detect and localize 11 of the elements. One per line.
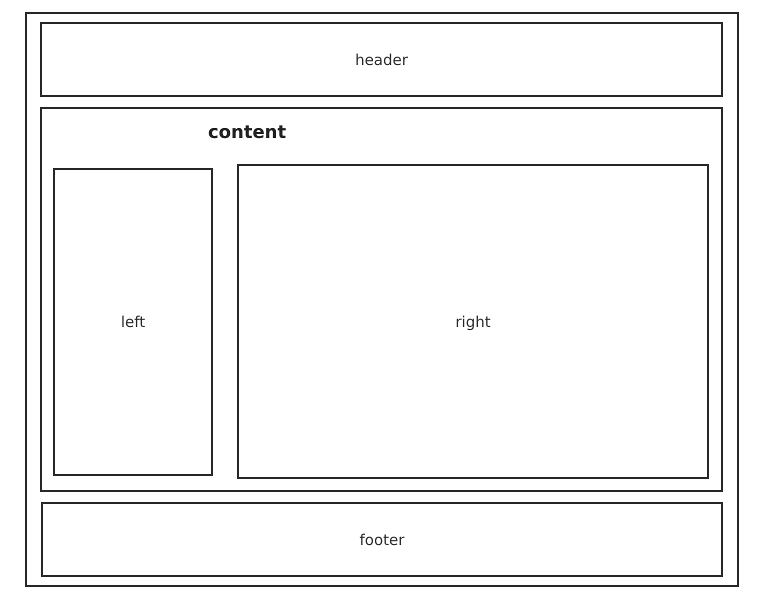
section-heading: content: [208, 122, 286, 143]
box-label: header: [355, 50, 408, 68]
box-label: footer: [360, 530, 404, 548]
layout-box: [41, 502, 723, 577]
layout-box: [53, 168, 213, 476]
box-label: right: [455, 312, 491, 330]
outer-frame: [25, 12, 739, 587]
container-box: [40, 107, 723, 492]
layout-box: [40, 22, 723, 97]
layout-box: [237, 164, 709, 479]
box-label: left: [120, 313, 146, 331]
